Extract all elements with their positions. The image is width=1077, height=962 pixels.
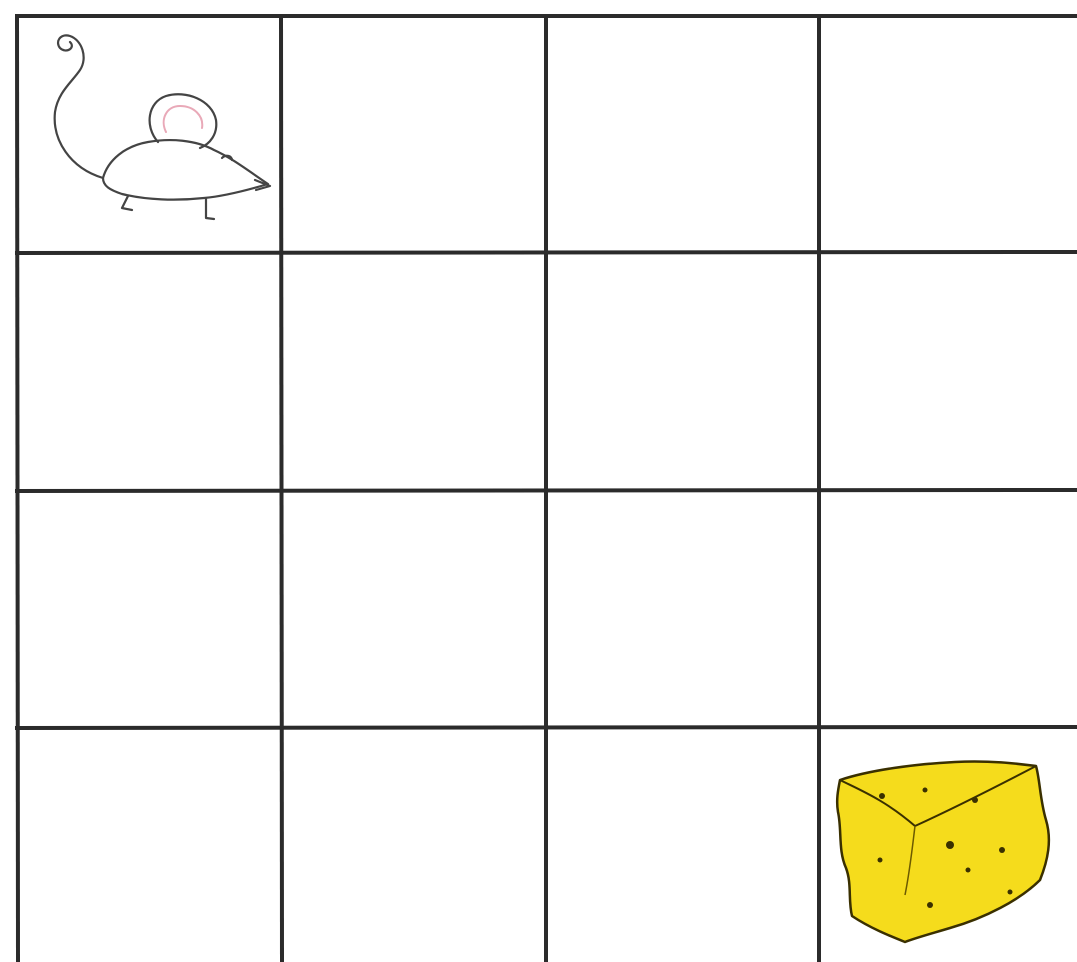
cell-r2-c3[interactable]	[546, 253, 819, 491]
cell-r4-c1[interactable]	[17, 728, 281, 962]
cell-r3-c3[interactable]	[546, 491, 819, 728]
cell-r3-c2[interactable]	[281, 491, 546, 728]
grid-line-left	[17, 14, 18, 962]
cell-r2-c1[interactable]	[17, 253, 281, 491]
cell-r2-c4[interactable]	[819, 253, 1077, 491]
grid-line-v1	[281, 14, 282, 962]
cell-r3-c4[interactable]	[819, 491, 1077, 728]
cell-r4-c3[interactable]	[546, 728, 819, 962]
cell-r3-c1[interactable]	[17, 491, 281, 728]
cell-r1-c2[interactable]	[281, 17, 546, 253]
cell-r1-c3[interactable]	[546, 17, 819, 253]
cell-r4-c2[interactable]	[281, 728, 546, 962]
cell-r1-c4[interactable]	[819, 17, 1077, 253]
cell-r2-c2[interactable]	[281, 253, 546, 491]
